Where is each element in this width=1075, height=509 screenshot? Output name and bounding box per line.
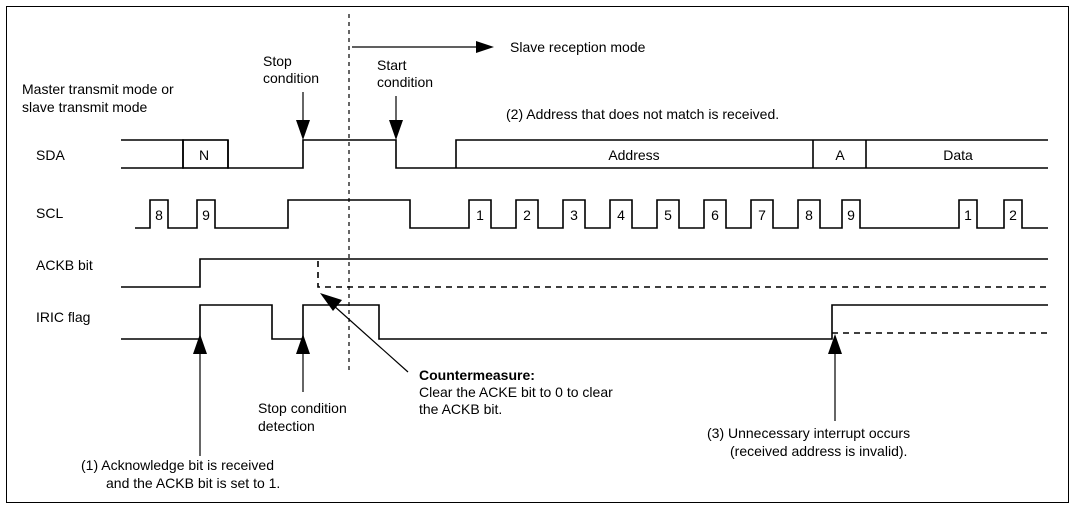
start-condition-label-line2: condition bbox=[377, 74, 433, 90]
scl-pulse-label: 1 bbox=[476, 207, 484, 223]
countermeasure-text-line2: the ACKB bit. bbox=[419, 401, 502, 417]
scl-pulse-label: 5 bbox=[664, 207, 672, 223]
sda-bus-start bbox=[121, 139, 184, 169]
stop-detection-label-line2: detection bbox=[258, 418, 315, 434]
stop-condition-arrow-head bbox=[296, 120, 310, 140]
note-address-mismatch: (2) Address that does not match is recei… bbox=[506, 106, 779, 122]
sda-field-a: A bbox=[835, 147, 845, 163]
iric-waveform bbox=[121, 304, 1048, 340]
sda-waveform bbox=[121, 139, 1048, 169]
start-condition-arrow-head bbox=[389, 120, 403, 140]
scl-pulse-label: 2 bbox=[1009, 207, 1017, 223]
scl-pulse-label: 2 bbox=[523, 207, 531, 223]
sda-stop-start-line bbox=[227, 139, 456, 169]
start-condition-label-line1: Start bbox=[377, 57, 407, 73]
ackb-waveform bbox=[121, 258, 1048, 288]
scl-waveform bbox=[135, 199, 1048, 229]
diagram-frame bbox=[6, 6, 1069, 503]
slave-reception-mode-label: Slave reception mode bbox=[510, 39, 646, 55]
scl-pulse-label: 4 bbox=[617, 207, 625, 223]
countermeasure-arrow-line bbox=[332, 304, 409, 373]
note-unnecessary-interrupt-line1: (3) Unnecessary interrupt occurs bbox=[707, 425, 910, 441]
stop-detection-label-line1: Stop condition bbox=[258, 400, 347, 416]
sda-field-n: N bbox=[199, 147, 209, 163]
stop-condition-label-line1: Stop bbox=[263, 53, 292, 69]
scl-pulse-label: 3 bbox=[570, 207, 578, 223]
master-mode-label-line1: Master transmit mode or bbox=[22, 81, 174, 97]
scl-pulse-label: 9 bbox=[202, 207, 210, 223]
scl-pulse-label: 6 bbox=[711, 207, 719, 223]
scl-pulse-label: 7 bbox=[758, 207, 766, 223]
ackb-signal-label: ACKB bit bbox=[36, 257, 93, 273]
countermeasure-arrow-head bbox=[320, 293, 342, 311]
countermeasure-title: Countermeasure: bbox=[419, 367, 535, 383]
note-unnecessary-interrupt-line2: (received address is invalid). bbox=[730, 443, 907, 459]
stop-condition-label-line2: condition bbox=[263, 70, 319, 86]
sda-field-data: Data bbox=[943, 147, 973, 163]
note-ack-received-line1: (1) Acknowledge bit is received bbox=[81, 457, 274, 473]
unnecessary-interrupt-arrow-head bbox=[828, 334, 842, 354]
scl-pulse-label: 1 bbox=[964, 207, 972, 223]
scl-pulse-label: 8 bbox=[805, 207, 813, 223]
iric-signal-label: IRIC flag bbox=[36, 309, 90, 325]
note-ack-received-line2: and the ACKB bit is set to 1. bbox=[106, 475, 280, 491]
sda-field-address: Address bbox=[608, 147, 659, 163]
scl-signal-label: SCL bbox=[36, 205, 63, 221]
ackb-cleared-dashed bbox=[317, 261, 1048, 288]
sda-bus-top bbox=[455, 139, 1048, 168]
scl-pulse-label: 9 bbox=[847, 207, 855, 223]
countermeasure-text-line1: Clear the ACKE bit to 0 to clear bbox=[419, 384, 613, 400]
scl-pulse-labels: 8 9 1 2 3 4 5 6 7 8 9 1 2 bbox=[155, 207, 1017, 223]
ack-received-arrow-head bbox=[193, 334, 207, 354]
sda-signal-label: SDA bbox=[36, 147, 65, 163]
stop-detection-arrow-head bbox=[296, 334, 310, 354]
slave-mode-arrow-head bbox=[476, 41, 494, 53]
master-mode-label-line2: slave transmit mode bbox=[22, 99, 147, 115]
scl-pulse-label: 8 bbox=[155, 207, 163, 223]
